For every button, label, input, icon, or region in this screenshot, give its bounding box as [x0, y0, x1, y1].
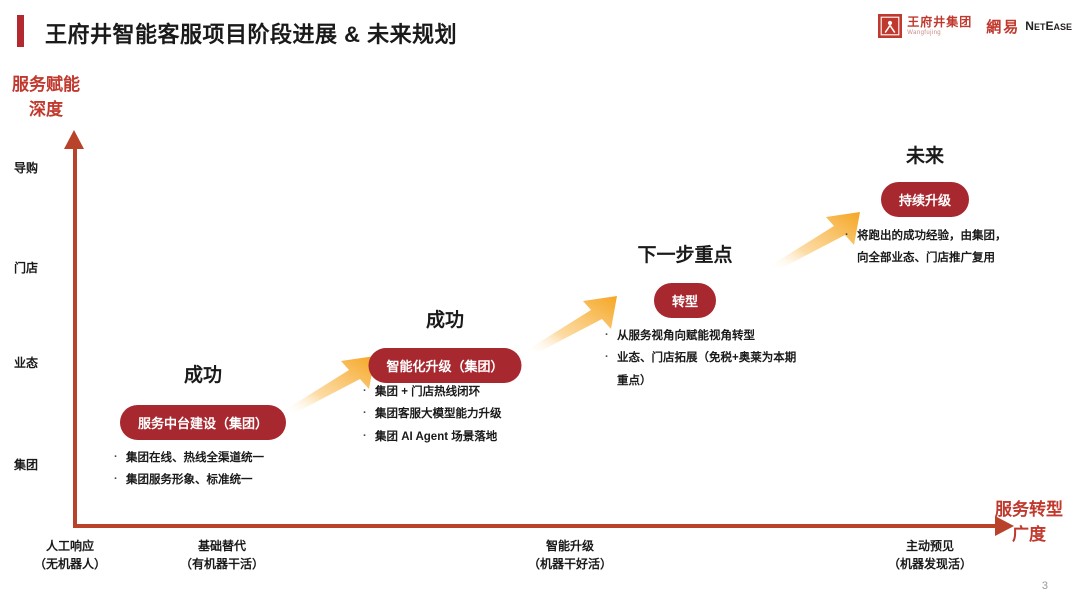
y-axis-arrowhead-icon	[64, 130, 84, 149]
page-title: 王府井智能客服项目阶段进展 & 未来规划	[45, 22, 458, 47]
stage-bullet-text: 集团 AI Agent 场景落地	[375, 430, 498, 443]
x-axis-tick-label: 主动预见 （机器发现活）	[888, 537, 972, 573]
x-axis-tick-sub: （机器发现活）	[887, 557, 973, 571]
stage-heading: 成功	[183, 365, 223, 386]
x-axis-title-line1: 服务转型	[995, 500, 1063, 519]
wangfujing-logo-cn: 王府井集团	[907, 15, 973, 29]
logo-area: 王府井集团 Wangfujing 網易 NETEASE	[878, 14, 1072, 38]
y-axis-title: 服务赋能 深度	[12, 73, 80, 122]
y-axis-line	[73, 146, 77, 528]
bullet-dot-icon: ·	[363, 385, 367, 397]
x-axis-tick-sub: （机器干好活）	[527, 557, 613, 571]
stage-bullet-list: · 集团 + 门店热线闭环 · 集团客服大模型能力升级 · 集团 AI Agent 场景落…	[363, 381, 573, 448]
x-axis-tick-main: 主动预见	[905, 539, 955, 553]
bullet-dot-icon: ·	[114, 451, 118, 463]
wangfujing-logo: 王府井集团 Wangfujing	[878, 14, 972, 38]
x-axis-tick-main: 基础替代	[197, 539, 247, 553]
x-axis-tick-label: 人工响应 （无机器人）	[34, 537, 106, 573]
bullet-dot-icon: ·	[363, 407, 367, 420]
x-axis-tick-sub: （无机器人）	[33, 557, 107, 571]
bullet-dot-icon: ·	[605, 351, 609, 364]
bullet-dot-icon: ·	[114, 473, 118, 486]
stage-bullet-item: · 集团客服大模型能力升级	[363, 403, 573, 425]
wangfujing-logo-mark-icon	[878, 14, 903, 38]
stage-bullet-list: · 将跑出的成功经验，由集团，向全部业态、门店推广复用	[845, 225, 1015, 270]
x-axis-tick-label: 基础替代 （有机器干活）	[180, 537, 264, 573]
x-axis-tick-sub: （有机器干活）	[179, 557, 265, 571]
y-axis-tick-label: 业态	[14, 356, 39, 370]
x-axis-tick-main: 人工响应	[45, 539, 95, 553]
stage-bullet-text: 集团在线、热线全渠道统一	[126, 452, 264, 464]
y-axis-title-line1: 服务赋能	[12, 75, 80, 94]
stage-heading: 未来	[905, 146, 945, 167]
wangfujing-logo-en: Wangfujing	[907, 30, 942, 36]
x-axis-tick-main: 智能升级	[545, 539, 595, 553]
stage-pill-badge[interactable]: 服务中台建设（集团）	[119, 405, 287, 440]
bullet-dot-icon: ·	[605, 329, 609, 341]
stage-bullet-list: · 从服务视角向赋能视角转型 · 业态、门店拓展（免税+奥莱为本期重点）	[605, 325, 805, 392]
stage-bullet-item: · 业态、门店拓展（免税+奥莱为本期重点）	[605, 347, 805, 392]
stage-bullet-item: · 集团在线、热线全渠道统一	[114, 447, 334, 469]
x-axis-line	[73, 524, 999, 528]
bullet-dot-icon: ·	[363, 429, 367, 442]
stage-bullet-text: 集团 + 门店热线闭环	[375, 386, 481, 398]
y-axis-title-line2: 深度	[29, 99, 63, 119]
stage-heading: 下一步重点	[637, 245, 733, 266]
x-axis-arrowhead-icon	[995, 516, 1014, 536]
growth-arrow-3-to-4	[768, 208, 868, 270]
netease-logo-en: NETEASE	[1025, 19, 1072, 33]
y-axis-tick-label: 门店	[14, 261, 39, 275]
y-axis-tick-label: 集团	[14, 458, 39, 472]
stage-bullet-list: · 集团在线、热线全渠道统一 · 集团服务形象、标准统一	[114, 447, 334, 492]
stage-bullet-text: 集团客服大模型能力升级	[375, 408, 502, 421]
stage-bullet-item: · 集团 + 门店热线闭环	[363, 381, 573, 403]
x-axis-title: 服务转型 广度	[995, 498, 1063, 547]
growth-arrow-1-to-2	[283, 352, 383, 414]
stage-bullet-item: · 集团 AI Agent 场景落地	[363, 426, 573, 448]
x-axis-tick-label: 智能升级 （机器干好活）	[528, 537, 612, 573]
stage-pill-badge[interactable]: 智能化升级（集团）	[368, 348, 522, 383]
growth-arrow-2-to-3	[523, 292, 627, 354]
stage-bullet-text: 从服务视角向赋能视角转型	[617, 330, 755, 342]
bullet-dot-icon: ·	[845, 229, 849, 241]
stage-pill-badge[interactable]: 持续升级	[880, 182, 970, 217]
stage-heading: 成功	[425, 310, 465, 331]
stage-bullet-text: 集团服务形象、标准统一	[126, 474, 253, 487]
stage-bullet-item: · 从服务视角向赋能视角转型	[605, 325, 805, 347]
stage-bullet-item: · 将跑出的成功经验，由集团，向全部业态、门店推广复用	[845, 225, 1015, 270]
x-axis-title-line2: 广度	[1012, 524, 1046, 544]
y-axis-tick-label: 导购	[14, 161, 39, 175]
wangfujing-logo-text: 王府井集团 Wangfujing	[907, 16, 972, 36]
page-number: 3	[1041, 580, 1048, 592]
netease-logo: 網易 NETEASE	[986, 16, 1072, 37]
stage-bullet-item: · 集团服务形象、标准统一	[114, 469, 334, 491]
title-accent-bar	[17, 15, 24, 47]
stage-bullet-text: 将跑出的成功经验，由集团，向全部业态、门店推广复用	[857, 230, 1007, 265]
netease-logo-cn: 網易	[986, 18, 1021, 36]
stage-pill-badge[interactable]: 转型	[653, 283, 717, 318]
stage-bullet-text: 业态、门店拓展（免税+奥莱为本期重点）	[617, 352, 797, 387]
